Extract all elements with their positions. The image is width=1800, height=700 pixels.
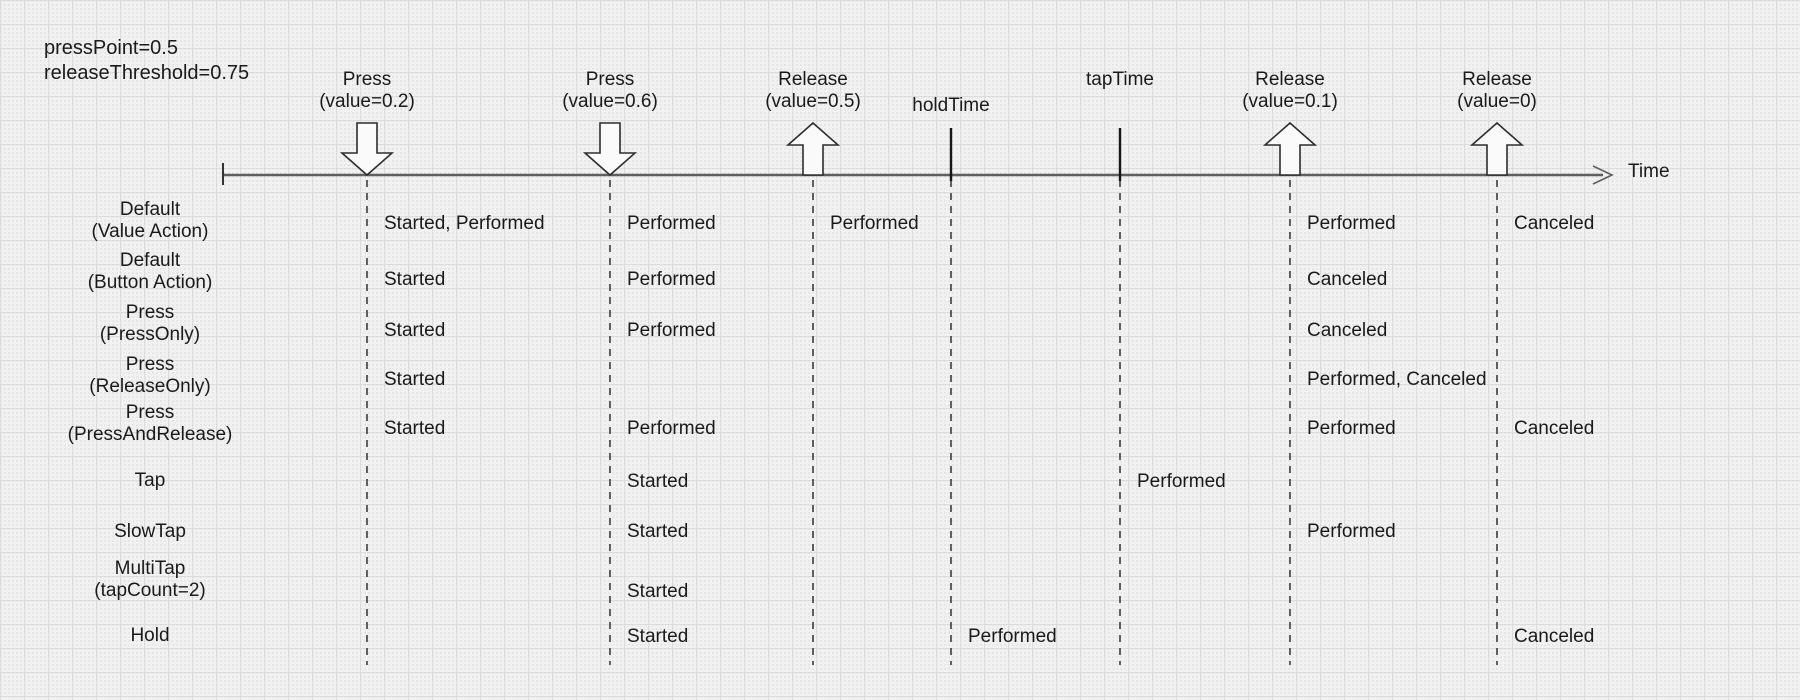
row-label-press-press-and-release-line2: (PressAndRelease)	[67, 424, 233, 445]
row-label-default-value-action: Default(Value Action)	[10, 199, 290, 243]
event-label-release-0-line2: (value=0)	[1457, 91, 1537, 112]
annotation-hold-release-0: Canceled	[1514, 626, 1595, 647]
annotation-press-press-only-press-0.2: Started	[384, 320, 446, 341]
annotation-press-press-and-release-press-0.2: Started	[384, 418, 446, 439]
config-note: pressPoint=0.5 releaseThreshold=0.75	[44, 36, 249, 86]
event-label-release-0-line1: Release	[1462, 69, 1532, 90]
row-label-default-button-action: Default(Button Action)	[10, 250, 290, 294]
annotation-default-button-action-press-0.6: Performed	[627, 269, 716, 290]
row-label-press-press-and-release: Press(PressAndRelease)	[10, 402, 290, 446]
annotation-multi-tap-press-0.6: Started	[627, 581, 689, 602]
event-label-release-0.1-line2: (value=0.1)	[1242, 91, 1338, 112]
row-label-press-release-only-line1: Press	[125, 354, 175, 375]
annotation-hold-press-0.6: Started	[627, 626, 689, 647]
row-label-press-release-only-line2: (ReleaseOnly)	[89, 376, 211, 397]
annotation-press-press-and-release-release-0: Canceled	[1514, 418, 1595, 439]
row-label-press-press-only-line1: Press	[125, 302, 175, 323]
config-releasethreshold: releaseThreshold=0.75	[44, 62, 250, 84]
event-label-release-0.5-line1: Release	[778, 69, 848, 90]
event-label-press-0.2: Press(value=0.2)	[247, 69, 487, 113]
row-label-default-button-action-line2: (Button Action)	[87, 272, 213, 293]
annotation-tap-press-0.6: Started	[627, 471, 689, 492]
annotation-tap-tap-time: Performed	[1137, 471, 1226, 492]
annotation-default-value-action-release-0.5: Performed	[830, 213, 919, 234]
row-label-slow-tap: SlowTap	[10, 521, 290, 543]
event-label-press-0.6-line1: Press	[585, 69, 635, 90]
annotation-slow-tap-press-0.6: Started	[627, 521, 689, 542]
annotation-default-value-action-press-0.2: Started, Performed	[384, 213, 545, 234]
row-label-multi-tap-line2: (tapCount=2)	[94, 580, 206, 601]
event-label-press-0.2-line1: Press	[342, 69, 392, 90]
row-label-multi-tap-line1: MultiTap	[114, 558, 186, 579]
event-label-release-0: Release(value=0)	[1377, 69, 1617, 113]
row-label-hold-line1: Hold	[130, 625, 170, 646]
row-label-slow-tap-line1: SlowTap	[114, 521, 186, 542]
annotation-press-press-and-release-press-0.6: Performed	[627, 418, 716, 439]
event-label-press-0.2-line2: (value=0.2)	[319, 91, 415, 112]
annotation-press-release-only-release-0.1: Performed, Canceled	[1307, 369, 1487, 390]
config-presspoint: pressPoint=0.5	[44, 37, 178, 59]
row-label-press-release-only: Press(ReleaseOnly)	[10, 354, 290, 398]
annotation-hold-hold-time: Performed	[968, 626, 1057, 647]
annotation-slow-tap-release-0.1: Performed	[1307, 521, 1396, 542]
annotation-press-press-only-release-0.1: Canceled	[1307, 320, 1388, 341]
row-label-tap-line1: Tap	[134, 470, 166, 491]
event-label-hold-time: holdTime	[831, 95, 1071, 117]
time-axis-label: Time	[1628, 161, 1670, 182]
event-label-release-0.5: Release(value=0.5)	[693, 69, 933, 113]
event-label-press-0.6-line2: (value=0.6)	[562, 91, 658, 112]
row-label-multi-tap: MultiTap(tapCount=2)	[10, 558, 290, 602]
row-label-press-press-and-release-line1: Press	[125, 402, 175, 423]
annotation-default-value-action-release-0.1: Performed	[1307, 213, 1396, 234]
row-label-tap: Tap	[10, 470, 290, 492]
event-label-press-0.6: Press(value=0.6)	[490, 69, 730, 113]
annotation-default-button-action-release-0.1: Canceled	[1307, 269, 1388, 290]
annotation-default-button-action-press-0.2: Started	[384, 269, 446, 290]
event-label-tap-time-line1: tapTime	[1086, 69, 1154, 90]
annotation-press-press-and-release-release-0.1: Performed	[1307, 418, 1396, 439]
row-label-hold: Hold	[10, 625, 290, 647]
row-label-default-value-action-line1: Default	[119, 199, 181, 220]
event-label-tap-time: tapTime	[1000, 69, 1240, 91]
row-label-press-press-only-line2: (PressOnly)	[99, 324, 201, 345]
annotation-press-release-only-press-0.2: Started	[384, 369, 446, 390]
row-label-press-press-only: Press(PressOnly)	[10, 302, 290, 346]
event-label-release-0.1-line1: Release	[1255, 69, 1325, 90]
event-label-release-0.5-line2: (value=0.5)	[765, 91, 861, 112]
event-label-hold-time-line1: holdTime	[912, 95, 990, 116]
annotation-press-press-only-press-0.6: Performed	[627, 320, 716, 341]
row-label-default-button-action-line1: Default	[119, 250, 181, 271]
annotation-default-value-action-press-0.6: Performed	[627, 213, 716, 234]
event-label-release-0.1: Release(value=0.1)	[1170, 69, 1410, 113]
row-label-default-value-action-line2: (Value Action)	[91, 221, 209, 242]
annotation-default-value-action-release-0: Canceled	[1514, 213, 1595, 234]
